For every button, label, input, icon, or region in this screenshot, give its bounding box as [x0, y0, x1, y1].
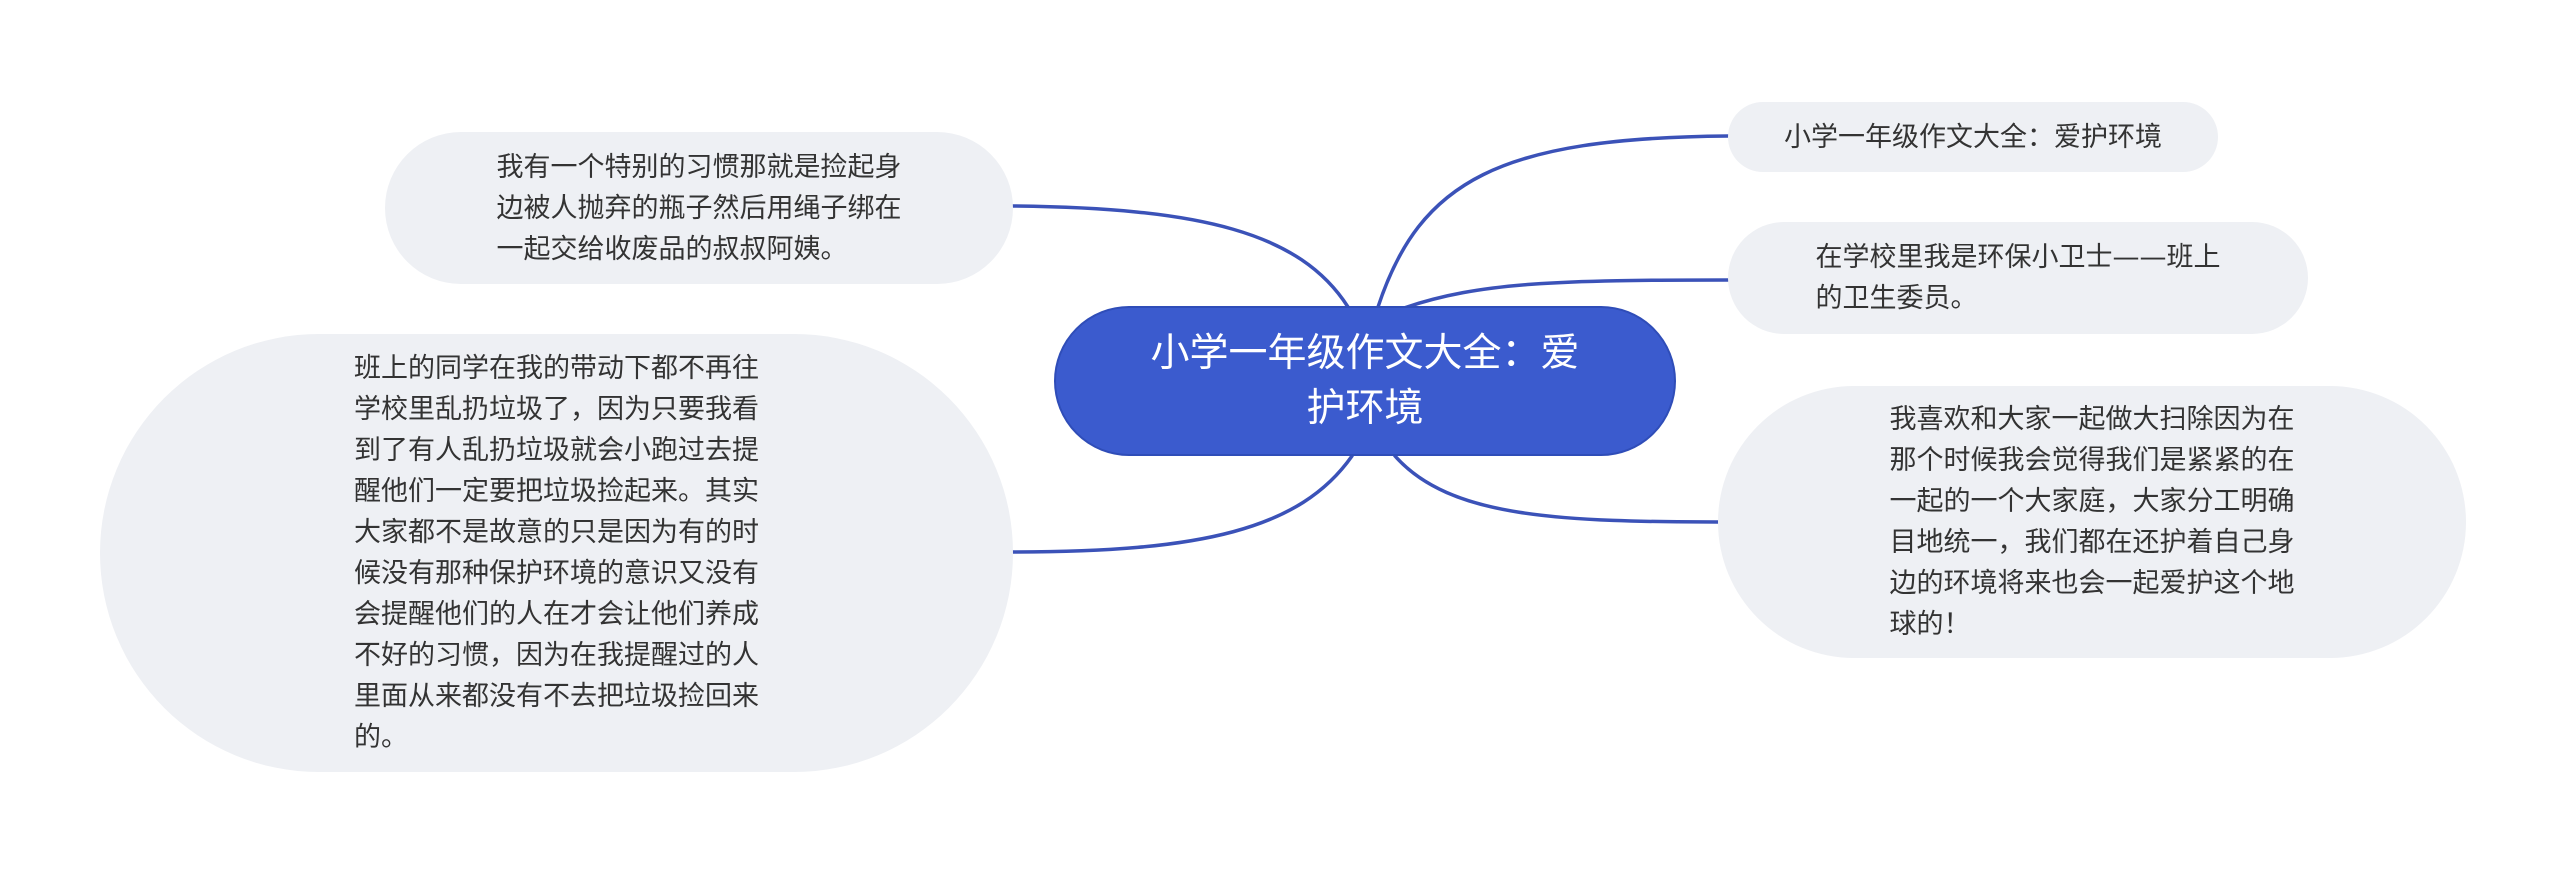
topic-right-1-text: 小学一年级作文大全：爱护环境: [1784, 121, 2162, 153]
connector-r1: [1376, 134, 1730, 309]
topic-right-2-text: 在学校里我是环保小卫士——班上 的卫生委员。: [1815, 242, 2221, 314]
connector-r3: [1393, 454, 1730, 524]
central-topic-text: 小学一年级作文大全：爱 护环境: [1150, 331, 1580, 431]
topic-right-2[interactable]: 在学校里我是环保小卫士——班上 的卫生委员。: [1728, 222, 2308, 334]
connector-r2: [1402, 278, 1730, 310]
topic-right-3-text: 我喜欢和大家一起做大扫除因为在 那个时候我会觉得我们是紧紧的在 一起的一个大家庭…: [1889, 404, 2295, 640]
topic-left-1[interactable]: 我有一个特别的习惯那就是捡起身 边被人抛弃的瓶子然后用绳子绑在 一起交给收废品的…: [385, 132, 1013, 284]
topic-right-1[interactable]: 小学一年级作文大全：爱护环境: [1728, 102, 2218, 172]
topic-left-2[interactable]: 班上的同学在我的带动下都不再往 学校里乱扔垃圾了，因为只要我看 到了有人乱扔垃圾…: [100, 334, 1013, 772]
topic-right-3[interactable]: 我喜欢和大家一起做大扫除因为在 那个时候我会觉得我们是紧紧的在 一起的一个大家庭…: [1718, 386, 2466, 658]
connector-l1: [1011, 204, 1350, 309]
topic-left-1-text: 我有一个特别的习惯那就是捡起身 边被人抛弃的瓶子然后用绳子绑在 一起交给收废品的…: [496, 151, 902, 265]
topic-left-2-text: 班上的同学在我的带动下都不再往 学校里乱扔垃圾了，因为只要我看 到了有人乱扔垃圾…: [354, 353, 759, 753]
connector-l2: [1011, 454, 1354, 554]
central-topic[interactable]: 小学一年级作文大全：爱 护环境: [1054, 306, 1676, 456]
